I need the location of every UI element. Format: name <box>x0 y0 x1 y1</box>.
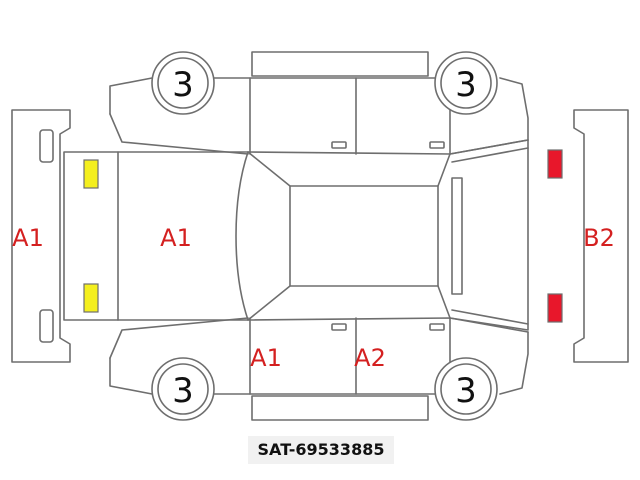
tire-front-right-rating: 3 <box>172 371 194 411</box>
tire-front-right: 3 <box>151 357 215 421</box>
tire-front-left: 3 <box>151 51 215 115</box>
tire-front-left-rating: 3 <box>172 65 194 105</box>
front-bumper-damage-label: A1 <box>12 224 44 252</box>
taillight-marker-top <box>547 149 563 179</box>
hood-damage-label: A1 <box>160 224 192 252</box>
tire-rear-right: 3 <box>434 357 498 421</box>
tire-rear-left: 3 <box>434 51 498 115</box>
bottom-side-body <box>109 317 529 421</box>
rear-bumper-damage-label: B2 <box>583 224 615 252</box>
rear-bumper-panel <box>573 109 629 363</box>
headlight-marker-bottom <box>83 283 99 313</box>
taillight-marker-bottom <box>547 293 563 323</box>
roof-plan-view <box>63 139 529 331</box>
front-bumper-panel <box>11 109 71 363</box>
headlight-marker-top <box>83 159 99 189</box>
front-door-damage-label: A1 <box>250 344 282 372</box>
tire-rear-left-rating: 3 <box>455 65 477 105</box>
rear-door-damage-label: A2 <box>354 344 386 372</box>
stock-number: SAT-69533885 <box>248 436 394 464</box>
tire-rear-right-rating: 3 <box>455 371 477 411</box>
